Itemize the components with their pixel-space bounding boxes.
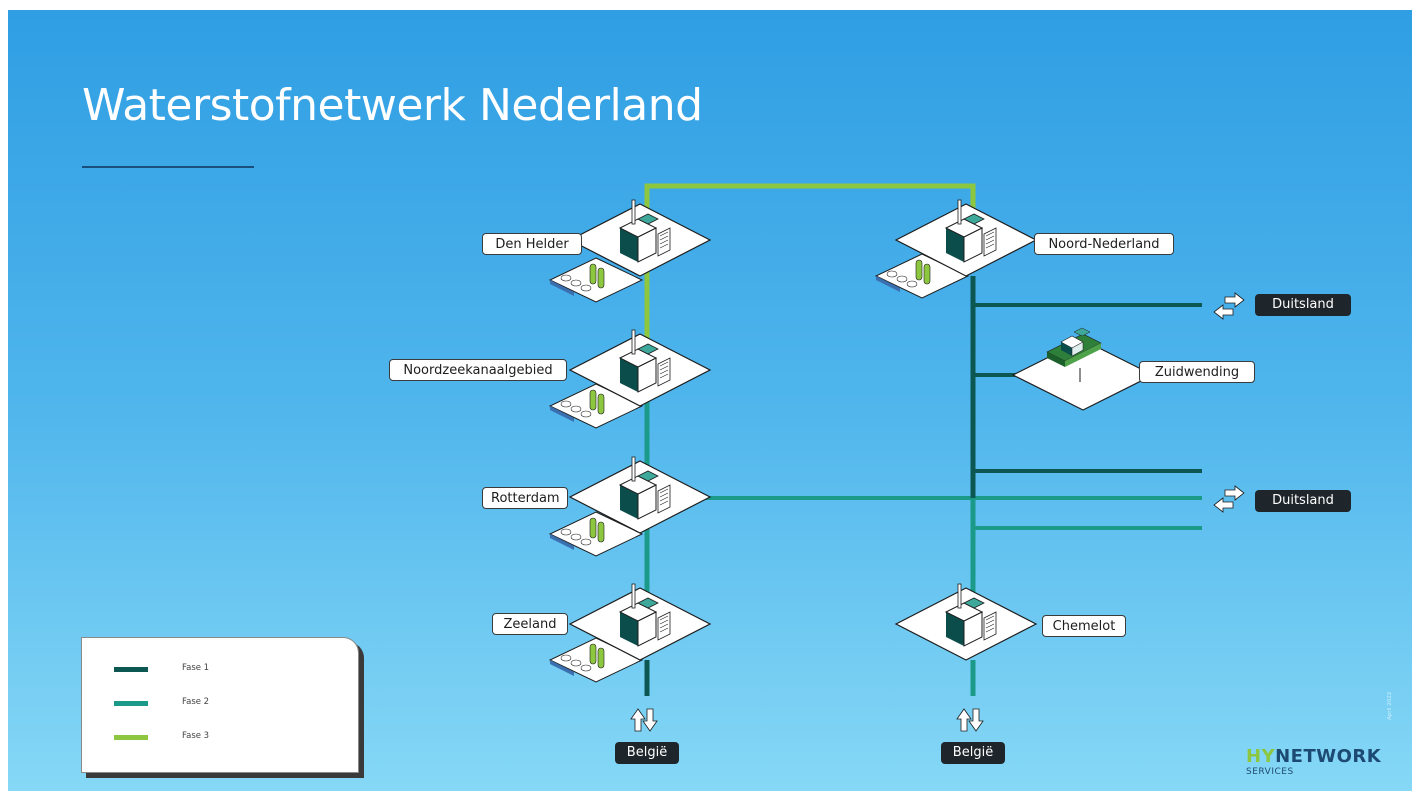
logo-hy: HY bbox=[1246, 746, 1276, 767]
network-diagram bbox=[549, 183, 1245, 732]
duitsland-bottom-arrows-icon bbox=[1213, 485, 1245, 513]
legend-label-fase3: Fase 3 bbox=[182, 731, 210, 741]
date-note: April 2022 bbox=[1387, 691, 1393, 720]
label-zeeland: Zeeland bbox=[492, 613, 568, 635]
noordzeekanaalgebied-hub-icon bbox=[549, 329, 711, 429]
hynetwork-logo: HYNETWORK SERVICES bbox=[1246, 748, 1386, 778]
label-noordzeekanaalgebied: Noordzeekanaalgebied bbox=[389, 359, 567, 381]
noord-nederland-hub-icon bbox=[875, 199, 1037, 299]
legend-swatch-fase3 bbox=[114, 735, 148, 740]
legend-swatch-fase1 bbox=[114, 667, 148, 672]
rotterdam-hub-icon bbox=[549, 456, 711, 557]
duitsland-top-arrows-icon bbox=[1213, 292, 1245, 320]
belgie-left-arrows-icon bbox=[630, 708, 658, 732]
zuidwending-storage-icon bbox=[1011, 327, 1155, 411]
logo-network: NETWORK bbox=[1275, 746, 1382, 767]
label-rotterdam: Rotterdam bbox=[482, 487, 568, 509]
label-belgie-left: België bbox=[615, 742, 679, 764]
chemelot-hub-icon bbox=[895, 583, 1037, 661]
legend-swatch-fase2 bbox=[114, 701, 148, 706]
slide: Waterstofnetwerk Nederland bbox=[8, 10, 1412, 791]
legend-label-fase2: Fase 2 bbox=[182, 697, 210, 707]
label-belgie-right: België bbox=[941, 742, 1005, 764]
zeeland-hub-icon bbox=[549, 583, 711, 683]
belgie-right-arrows-icon bbox=[956, 708, 984, 732]
title-underline bbox=[82, 166, 254, 168]
label-chemelot: Chemelot bbox=[1042, 615, 1126, 637]
label-duitsland-bottom: Duitsland bbox=[1255, 490, 1351, 512]
page-title: Waterstofnetwerk Nederland bbox=[82, 80, 703, 131]
label-noord-nederland: Noord-Nederland bbox=[1034, 233, 1174, 255]
legend: Fase 1 Fase 2 Fase 3 bbox=[81, 637, 359, 773]
label-zuidwending: Zuidwending bbox=[1139, 361, 1255, 383]
logo-wordmark: HYNETWORK bbox=[1246, 748, 1386, 766]
logo-services: SERVICES bbox=[1246, 767, 1294, 777]
label-den-helder: Den Helder bbox=[482, 233, 582, 255]
legend-label-fase1: Fase 1 bbox=[182, 663, 210, 673]
label-duitsland-top: Duitsland bbox=[1255, 294, 1351, 316]
